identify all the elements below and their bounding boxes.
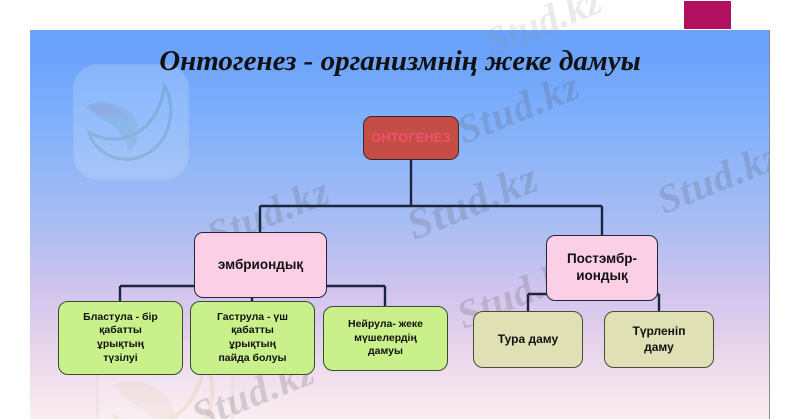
node-label-line2: қабатты xyxy=(99,324,142,337)
node-label-line2: иондық xyxy=(576,268,628,283)
node-embryonic[interactable]: эмбриондық xyxy=(194,232,327,298)
node-label-line3: ұрықтың xyxy=(97,338,144,350)
node-label-line1: Гаструла - үш xyxy=(216,310,289,323)
node-label-line1: Нейрула- жеке xyxy=(347,318,424,331)
node-label-line4: түзілуі xyxy=(103,351,138,364)
node-indirect-development[interactable]: Түрленіп даму xyxy=(604,311,714,368)
node-label-line2: мүшелердің xyxy=(354,331,417,344)
node-label-line3: дамуы xyxy=(368,345,403,358)
node-label: эмбриондық xyxy=(217,256,304,272)
presentation-slide: Stud.kz Stud.kz Stud.kz Stud.kz Stud.kz … xyxy=(30,30,770,419)
node-label-line1: Постэмбр- xyxy=(566,251,638,267)
node-ontogenez-root[interactable]: ОНТОГЕНЕЗ xyxy=(363,116,459,160)
node-direct-development[interactable]: Тура даму xyxy=(473,311,583,368)
top-right-marker xyxy=(684,1,731,29)
node-label-line2: қабатты xyxy=(231,324,274,337)
node-label-line4: пайда болуы xyxy=(218,351,287,364)
node-label-line1: Түрленіп xyxy=(632,324,686,339)
node-postembryonic[interactable]: Постэмбр- иондық xyxy=(546,235,658,301)
node-label-line2: даму xyxy=(644,339,674,354)
node-gastrula[interactable]: Гаструла - үш қабатты ұрықтың пайда болу… xyxy=(190,301,315,375)
node-neurula[interactable]: Нейрула- жеке мүшелердің дамуы xyxy=(323,306,448,371)
node-label-line1: Бластула - бір xyxy=(83,310,158,323)
node-label: Тура даму xyxy=(497,331,559,346)
node-label-line3: ұрықтың xyxy=(229,338,276,350)
node-blastula[interactable]: Бластула - бір қабатты ұрықтың түзілуі xyxy=(58,301,183,375)
node-label: ОНТОГЕНЕЗ xyxy=(371,131,451,145)
slide-title: Онтогенез - организмнің жеке дамуы xyxy=(159,45,641,77)
